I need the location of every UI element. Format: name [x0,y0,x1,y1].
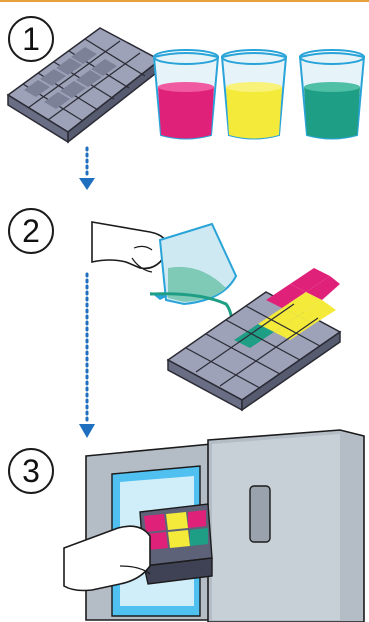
glass-teal-icon [300,50,364,139]
step-2-number: 2 [22,215,40,247]
step-3-number: 3 [22,455,40,487]
step-3-badge: 3 [8,448,54,494]
glass-magenta-icon [154,50,218,139]
glass-yellow-icon [222,50,286,139]
step-1-badge: 1 [8,16,54,62]
hand-pouring-icon [92,222,168,272]
arrow-down-icon [79,274,95,438]
arrow-down-icon [79,148,95,190]
step-2-badge: 2 [8,208,54,254]
beaker-icon [150,224,236,304]
step-1-number: 1 [22,23,40,55]
